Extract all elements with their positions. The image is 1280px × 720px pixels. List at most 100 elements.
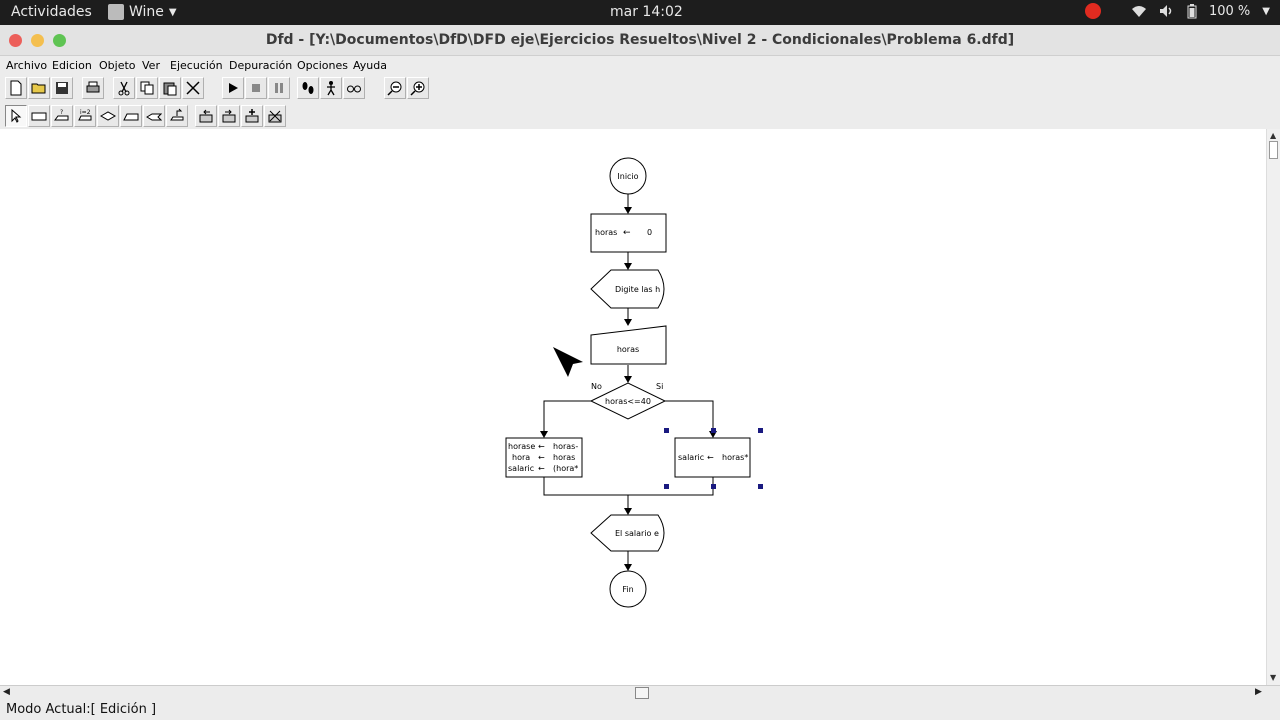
subprogram-add-icon <box>245 109 259 123</box>
zoom-out-button[interactable] <box>384 77 406 99</box>
zoom-out-icon <box>387 81 402 96</box>
horizontal-scroll-thumb[interactable] <box>635 687 649 699</box>
new-file-button[interactable] <box>5 77 27 99</box>
vertical-scrollbar[interactable]: ▲ ▼ <box>1266 129 1280 685</box>
no-branch-val-3: (hora* <box>553 464 578 473</box>
save-button[interactable] <box>51 77 73 99</box>
select-tool-button[interactable] <box>5 105 27 127</box>
selection-handle[interactable] <box>664 428 669 433</box>
output-tool-button[interactable]: ? <box>51 105 73 127</box>
menu-bar: Archivo Edicion Objeto Ver Ejecución Dep… <box>0 56 1280 75</box>
folder-open-icon <box>31 83 46 94</box>
mouse-pointer-icon <box>553 347 583 377</box>
selection-handle[interactable] <box>664 484 669 489</box>
system-tray[interactable]: 100 % ▼ <box>1084 3 1270 19</box>
start-node[interactable] <box>609 157 647 195</box>
connector-yes-branch <box>665 400 717 438</box>
decision-node[interactable] <box>589 382 667 420</box>
assignment-node[interactable] <box>590 213 667 253</box>
end-node[interactable] <box>609 570 647 608</box>
flowchart-canvas[interactable]: Inicio horas ← 0 Digite las h horas hora… <box>0 129 1266 685</box>
no-branch-assignment-node[interactable] <box>505 437 583 478</box>
subprogram-prev-icon <box>199 109 213 123</box>
minimize-button[interactable] <box>31 34 44 47</box>
menu-archivo[interactable]: Archivo <box>6 59 48 72</box>
input-tool-button[interactable] <box>120 105 142 127</box>
vertical-scroll-thumb[interactable] <box>1269 141 1278 159</box>
output-shape-icon: ? <box>54 109 69 121</box>
subprogram-prev-button[interactable] <box>195 105 217 127</box>
menu-opciones[interactable]: Opciones <box>297 59 348 72</box>
scroll-down-icon[interactable]: ▼ <box>1270 673 1277 682</box>
menu-objeto[interactable]: Objeto <box>99 59 136 72</box>
zoom-in-icon <box>410 81 425 96</box>
menu-ayuda[interactable]: Ayuda <box>353 59 387 72</box>
assignment-tool-button[interactable] <box>28 105 50 127</box>
clock[interactable]: mar 14:02 <box>610 4 683 20</box>
paste-button[interactable] <box>159 77 181 99</box>
yes-branch-arrow: ← <box>707 453 714 462</box>
watch-button[interactable] <box>343 77 365 99</box>
output-node[interactable] <box>590 269 665 309</box>
yes-branch-assignment-node[interactable] <box>674 437 751 478</box>
record-icon <box>1084 3 1101 19</box>
selection-handle[interactable] <box>711 428 716 433</box>
selection-handle[interactable] <box>758 428 763 433</box>
decision-label: horas<=40 <box>605 397 651 406</box>
loop-tool-button[interactable]: i=2 <box>74 105 96 127</box>
pause-button[interactable] <box>268 77 290 99</box>
close-button[interactable] <box>9 34 22 47</box>
subprogram-delete-button[interactable] <box>264 105 286 127</box>
parallelogram-icon <box>123 113 139 121</box>
zoom-in-button[interactable] <box>407 77 429 99</box>
subprogram-next-button[interactable] <box>218 105 240 127</box>
delete-button[interactable] <box>182 77 204 99</box>
svg-text:?: ? <box>60 109 63 116</box>
selection-handle[interactable] <box>711 484 716 489</box>
menu-ejecucion[interactable]: Ejecución <box>170 59 223 72</box>
footsteps-icon <box>302 82 314 94</box>
main-toolbar <box>0 75 1280 101</box>
scroll-left-icon[interactable]: ◀ <box>3 687 10 697</box>
no-branch-val-1: horas- <box>553 442 578 451</box>
stop-button[interactable] <box>245 77 267 99</box>
maximize-button[interactable] <box>53 34 66 47</box>
activities-button[interactable]: Actividades <box>11 4 92 20</box>
open-file-button[interactable] <box>28 77 50 99</box>
step-into-button[interactable] <box>320 77 342 99</box>
no-branch-var-2: hora <box>512 453 530 462</box>
output-node-2[interactable] <box>590 514 665 552</box>
app-menu-button[interactable]: Wine ▼ <box>108 4 177 20</box>
app-name: Wine <box>129 4 164 20</box>
scroll-right-icon[interactable]: ▶ <box>1255 687 1262 697</box>
window-title-bar: Dfd - [Y:\Documentos\DfD\DFD eje\Ejercic… <box>0 25 1280 56</box>
selection-handles[interactable] <box>664 428 763 489</box>
yes-label: Si <box>656 382 663 391</box>
scissors-icon <box>118 81 130 96</box>
scroll-up-icon[interactable]: ▲ <box>1270 131 1277 140</box>
subprogram-delete-icon <box>268 110 282 123</box>
menu-edicion[interactable]: Edicion <box>52 59 92 72</box>
output-label: Digite las h <box>615 285 660 294</box>
cut-button[interactable] <box>113 77 135 99</box>
horizontal-scrollbar[interactable]: ◀ ▶ <box>0 685 1280 700</box>
menu-ver[interactable]: Ver <box>142 59 160 72</box>
window-title: Dfd - [Y:\Documentos\DfD\DFD eje\Ejercic… <box>265 32 1015 48</box>
assignment-var: horas <box>595 228 617 237</box>
no-branch-val-2: horas <box>553 453 575 462</box>
subprogram-tool-button[interactable] <box>166 105 188 127</box>
selection-handle[interactable] <box>758 484 763 489</box>
input-node[interactable] <box>590 325 667 365</box>
yes-branch-val: horas* <box>722 453 748 462</box>
run-button[interactable] <box>222 77 244 99</box>
no-branch-arrow-3: ← <box>538 464 545 473</box>
while-tool-button[interactable] <box>143 105 165 127</box>
svg-text:i=2: i=2 <box>80 109 91 116</box>
print-button[interactable] <box>82 77 104 99</box>
connector-merge <box>543 477 714 496</box>
subprogram-new-button[interactable] <box>241 105 263 127</box>
step-button[interactable] <box>297 77 319 99</box>
menu-depuracion[interactable]: Depuración <box>229 59 293 72</box>
copy-button[interactable] <box>136 77 158 99</box>
decision-tool-button[interactable] <box>97 105 119 127</box>
